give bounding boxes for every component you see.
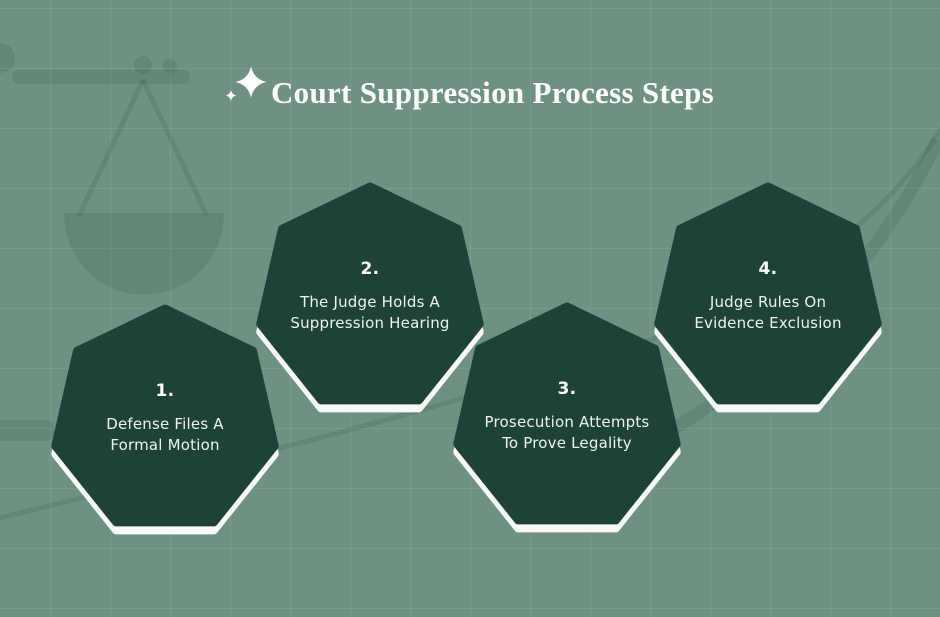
step-2: 2. The Judge Holds A Suppression Hearing [255,182,485,424]
step-3: 3. Prosecution Attempts To Prove Legalit… [452,302,682,544]
heptagon-shape [51,304,279,535]
step-label: The Judge Holds A Suppression Hearing [290,293,450,332]
step-label: Prosecution Attempts To Prove Legality [484,413,650,452]
heptagon-shape [654,182,882,413]
step-number: 1. [155,381,175,401]
step-number: 4. [758,259,778,279]
step-4: 4. Judge Rules On Evidence Exclusion [653,182,883,424]
header: Court Suppression Process Steps [0,66,940,116]
step-number: 2. [360,259,380,279]
step-label: Judge Rules On Evidence Exclusion [694,293,842,332]
step-1: 1. Defense Files A Formal Motion [50,304,280,546]
step-text: 1. Defense Files A Formal Motion [50,380,280,456]
step-text: 3. Prosecution Attempts To Prove Legalit… [452,378,682,454]
step-text: 4. Judge Rules On Evidence Exclusion [653,258,883,334]
step-text: 2. The Judge Holds A Suppression Hearing [255,258,485,334]
heptagon-shape [256,182,484,413]
page-title: Court Suppression Process Steps [270,75,715,110]
step-number: 3. [557,379,577,399]
step-label: Defense Files A Formal Motion [106,415,224,454]
sparkle-icon [225,66,267,101]
heptagon-shape [453,302,681,533]
